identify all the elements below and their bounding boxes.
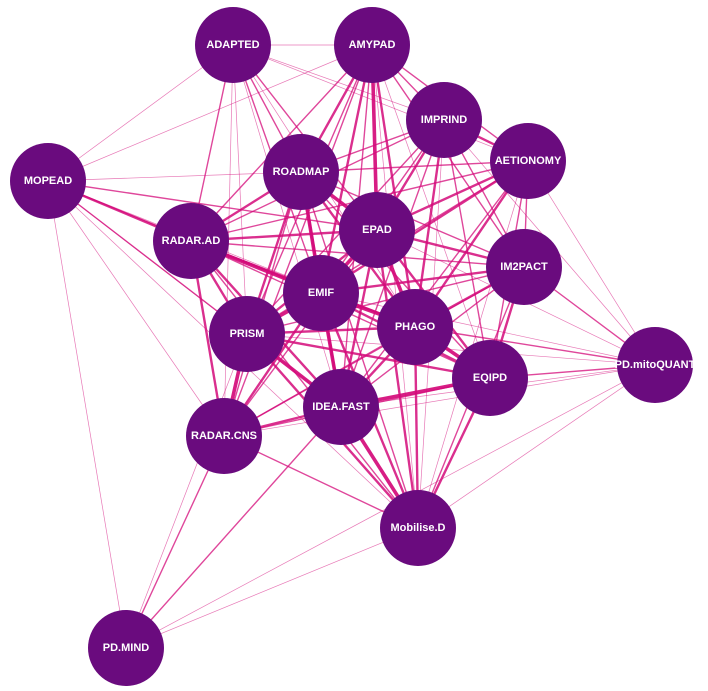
node-pd-mind: PD.MIND xyxy=(88,610,164,686)
edge-idea-fast-pd-mind xyxy=(125,406,342,649)
node-label-emif: EMIF xyxy=(308,287,335,299)
node-label-adapted: ADAPTED xyxy=(206,39,259,51)
edge-pd-mitoquant-radar-cns xyxy=(223,364,656,437)
edge-prism-eqipd xyxy=(245,332,492,380)
node-label-roadmap: ROADMAP xyxy=(273,166,330,178)
node-circle-phago xyxy=(377,289,453,365)
node-label-mobilise-d: Mobilise.D xyxy=(390,522,445,534)
edge-pd-mitoquant-mobilise-d xyxy=(417,364,656,529)
node-amypad: AMYPAD xyxy=(334,7,410,83)
node-label-amypad: AMYPAD xyxy=(349,39,396,51)
node-label-epad: EPAD xyxy=(362,224,392,236)
node-circle-emif xyxy=(283,255,359,331)
edge-mopead-radar-cns xyxy=(47,180,225,437)
node-circle-roadmap xyxy=(263,134,339,210)
node-circle-radar-cns xyxy=(186,398,262,474)
edge-amypad-mobilise-d xyxy=(371,44,419,529)
node-mobilise-d: Mobilise.D xyxy=(380,490,456,566)
node-circle-im2pact xyxy=(486,229,562,305)
edge-epad-radar-cns xyxy=(223,229,378,437)
node-adapted: ADAPTED xyxy=(195,7,271,83)
node-circle-mopead xyxy=(10,143,86,219)
node-idea-fast: IDEA.FAST xyxy=(303,369,379,445)
node-circle-imprind xyxy=(406,82,482,158)
node-label-idea-fast: IDEA.FAST xyxy=(312,401,370,413)
nodes-layer: ADAPTED AMYPAD IMPRIND AETIONOMY MOPEAD ROADM… xyxy=(10,7,696,686)
node-circle-radar-ad xyxy=(153,203,229,279)
edge-prism-pd-mind xyxy=(125,333,248,649)
edge-phago-pd-mitoquant xyxy=(414,326,656,366)
node-circle-amypad xyxy=(334,7,410,83)
node-mopead: MOPEAD xyxy=(10,143,86,219)
node-label-mopead: MOPEAD xyxy=(24,175,72,187)
node-label-pd-mind: PD.MIND xyxy=(103,642,150,654)
node-circle-idea-fast xyxy=(303,369,379,445)
node-circle-prism xyxy=(209,296,285,372)
node-circle-pd-mind xyxy=(88,610,164,686)
edge-mobilise-d-pd-mind xyxy=(125,527,419,649)
node-label-pd-mitoquant: PD.mitoQUANT xyxy=(615,359,696,371)
node-circle-mobilise-d xyxy=(380,490,456,566)
node-label-imprind: IMPRIND xyxy=(421,114,468,126)
edge-adapted-mopead xyxy=(47,44,234,182)
node-epad: EPAD xyxy=(339,192,415,268)
edge-prism-pd-mitoquant xyxy=(246,333,656,366)
node-label-radar-cns: RADAR.CNS xyxy=(191,430,257,442)
node-circle-eqipd xyxy=(452,340,528,416)
node-label-phago: PHAGO xyxy=(395,321,436,333)
node-radar-ad: RADAR.AD xyxy=(153,203,229,279)
edge-adapted-prism xyxy=(232,44,248,335)
node-pd-mitoquant: PD.mitoQUANT xyxy=(615,327,696,403)
edge-im2pact-prism xyxy=(246,266,525,335)
node-aetionomy: AETIONOMY xyxy=(490,123,566,199)
edge-epad-mobilise-d xyxy=(375,228,420,530)
node-roadmap: ROADMAP xyxy=(263,134,339,210)
edge-amypad-mopead xyxy=(47,44,373,182)
node-circle-aetionomy xyxy=(490,123,566,199)
node-circle-epad xyxy=(339,192,415,268)
edge-radar-cns-pd-mind xyxy=(125,435,225,649)
edge-mopead-epad xyxy=(47,180,378,231)
node-circle-pd-mitoquant xyxy=(617,327,693,403)
node-radar-cns: RADAR.CNS xyxy=(186,398,262,474)
node-label-prism: PRISM xyxy=(230,328,265,340)
node-label-eqipd: EQIPD xyxy=(473,372,507,384)
edges-layer xyxy=(46,43,656,649)
node-circle-adapted xyxy=(195,7,271,83)
edge-amypad-phago xyxy=(370,43,417,329)
edge-mopead-pd-mind xyxy=(47,180,127,649)
edge-radar-ad-mobilise-d xyxy=(190,240,419,529)
edge-mopead-roadmap xyxy=(47,171,302,182)
node-label-radar-ad: RADAR.AD xyxy=(162,235,221,247)
node-label-aetionomy: AETIONOMY xyxy=(495,155,562,167)
edge-emif-pd-mitoquant xyxy=(320,292,656,366)
node-phago: PHAGO xyxy=(377,289,453,365)
node-label-im2pact: IM2PACT xyxy=(500,261,548,273)
edge-aetionomy-idea-fast xyxy=(340,160,529,408)
node-emif: EMIF xyxy=(283,255,359,331)
node-eqipd: EQIPD xyxy=(452,340,528,416)
node-prism: PRISM xyxy=(209,296,285,372)
node-im2pact: IM2PACT xyxy=(486,229,562,305)
node-imprind: IMPRIND xyxy=(406,82,482,158)
edge-roadmap-mobilise-d xyxy=(300,171,419,529)
edge-aetionomy-pd-mitoquant xyxy=(527,160,656,366)
